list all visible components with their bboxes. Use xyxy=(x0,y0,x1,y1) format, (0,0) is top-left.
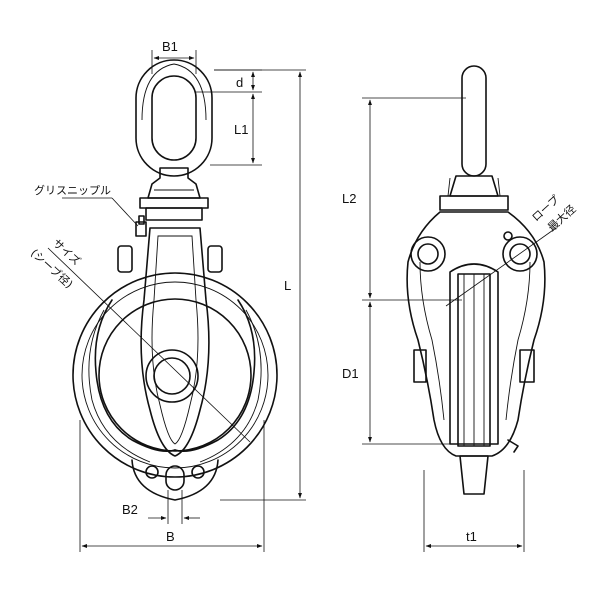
front-side-bolts xyxy=(117,245,223,273)
front-bottom-becket xyxy=(131,459,219,501)
front-cheek-plate xyxy=(140,227,210,457)
side-top-holes xyxy=(410,231,538,272)
label-d: d xyxy=(236,75,243,90)
label-l: L xyxy=(284,278,291,293)
side-dimensions: L2 D1 t1 ロープ 最大径 xyxy=(342,97,579,552)
side-eye xyxy=(439,65,509,211)
side-nut xyxy=(413,349,535,383)
front-axle xyxy=(145,349,199,403)
front-dimensions: B1 d L1 L B2 B グリスニップル サイズ (シーブ径) xyxy=(28,39,306,552)
side-sheave-groove xyxy=(449,263,499,447)
label-d1: D1 xyxy=(342,366,359,381)
label-l2: L2 xyxy=(342,191,356,206)
side-body xyxy=(406,211,546,457)
side-bottom xyxy=(459,439,519,495)
label-b: B xyxy=(166,529,175,544)
label-l1: L1 xyxy=(234,122,248,137)
front-sheave xyxy=(72,272,278,478)
front-view xyxy=(72,59,278,501)
grease-nipple-icon xyxy=(135,215,147,237)
front-swivel-eye xyxy=(135,59,213,177)
label-b1: B1 xyxy=(162,39,178,54)
label-grease-nipple: グリスニップル xyxy=(34,183,111,197)
label-b2: B2 xyxy=(122,502,138,517)
label-t1: t1 xyxy=(466,529,477,544)
front-swivel-collar xyxy=(139,167,209,221)
side-view xyxy=(406,65,546,495)
